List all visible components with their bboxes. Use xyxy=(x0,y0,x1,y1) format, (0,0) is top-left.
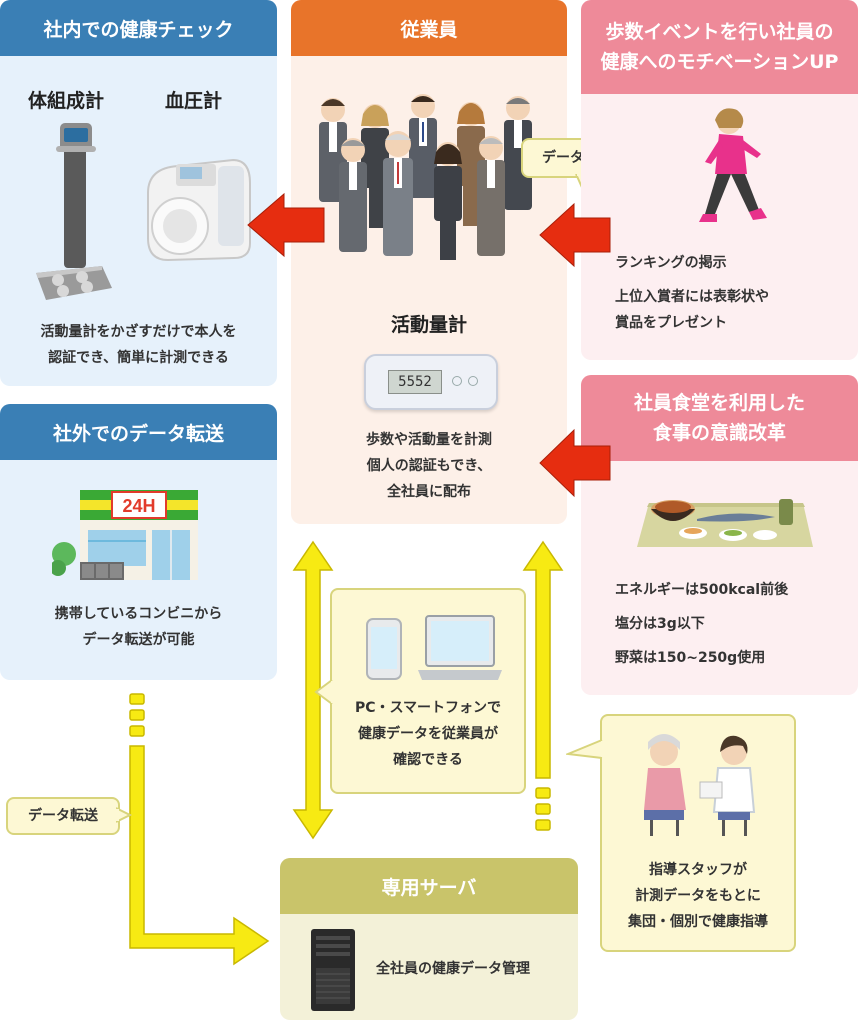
cafeteria-title-2: 食事の意識改革 xyxy=(652,422,786,444)
internal-check-panel: 社内での健康チェック 体組成計 血圧計 活動量計をかざすだけで本人を 認証でき、… xyxy=(0,0,277,386)
walking-event-ranking: ランキングの掲示 xyxy=(615,255,727,271)
cafeteria-energy: エネルギーは500kcal前後 xyxy=(615,582,789,598)
server-desc: 全社員の健康データ管理 xyxy=(376,961,530,977)
pc-bubble-tail xyxy=(314,678,334,708)
activity-tracker-display: 5552 xyxy=(388,370,442,394)
server-tower-icon xyxy=(310,928,356,1012)
cafeteria-panel: 社員食堂を利用した 食事の意識改革 エネルギーは500kcal前後 塩分は3g以… xyxy=(581,375,858,695)
external-transfer-desc-2: データ転送が可能 xyxy=(82,632,195,648)
yellow-transfer-arrow xyxy=(124,690,274,970)
staff-bubble-tail xyxy=(566,738,604,760)
cafeteria-title-1: 社員食堂を利用した xyxy=(633,392,805,414)
yellow-double-arrow-left xyxy=(292,540,334,840)
staff-consultation-icon xyxy=(630,730,770,840)
data-transfer-label-tail xyxy=(116,806,132,824)
walking-event-prize-1: 上位入賞者には表彰状や xyxy=(615,289,769,305)
employee-group-icon xyxy=(313,92,543,272)
activity-tracker-label: 活動量計 xyxy=(390,314,467,336)
data-transfer-label-box: データ転送 xyxy=(6,797,120,835)
employees-desc-1: 歩数や活動量を計測 xyxy=(366,432,492,448)
blood-pressure-monitor-icon xyxy=(138,148,258,268)
cafeteria-salt: 塩分は3g以下 xyxy=(615,616,705,632)
pc-bubble-desc-3: 確認できる xyxy=(393,752,463,768)
walking-event-title-2: 健康へのモチベーションUP xyxy=(600,51,839,73)
external-transfer-panel: 社外でのデータ転送 24H 携帯しているコンビニから データ転送が可能 xyxy=(0,404,277,680)
server-panel: 専用サーバ 全社員の健康データ管理 xyxy=(280,858,578,1020)
staff-bubble-desc-1: 指導スタッフが xyxy=(649,862,747,878)
red-arrow-from-walking-event xyxy=(538,202,612,268)
pc-bubble-desc-1: PC・スマートフォンで xyxy=(354,700,502,716)
smartphone-icon xyxy=(366,618,402,680)
employees-desc-3: 全社員に配布 xyxy=(387,484,471,500)
red-arrow-to-internal-check xyxy=(246,192,326,258)
laptop-icon xyxy=(418,614,502,684)
external-transfer-desc-1: 携帯しているコンビニから xyxy=(54,606,223,622)
body-composition-scale-icon xyxy=(30,118,115,303)
cafeteria-vegetables: 野菜は150~250g使用 xyxy=(615,650,766,666)
convenience-store-icon: 24H xyxy=(52,488,202,583)
staff-bubble-desc-3: 集団・個別で健康指導 xyxy=(628,914,768,930)
internal-check-title: 社内での健康チェック xyxy=(0,0,277,56)
employees-panel: 従業員 xyxy=(291,0,567,524)
pc-bubble-desc-2: 健康データを従業員が xyxy=(358,726,498,742)
internal-check-desc-1: 活動量計をかざすだけで本人を xyxy=(40,324,237,340)
pc-smartphone-bubble: PC・スマートフォンで 健康データを従業員が 確認できる xyxy=(330,588,526,794)
external-transfer-title: 社外でのデータ転送 xyxy=(0,404,277,460)
walking-woman-icon xyxy=(691,104,781,239)
meal-tray-icon xyxy=(635,483,815,555)
data-transfer-label: データ転送 xyxy=(28,808,98,824)
red-arrow-from-cafeteria xyxy=(538,428,612,498)
walking-event-prize-2: 賞品をプレゼント xyxy=(615,315,727,331)
employees-title: 従業員 xyxy=(291,0,567,56)
store-sign-text: 24H xyxy=(122,496,155,516)
staff-guidance-bubble: 指導スタッフが 計測データをもとに 集団・個別で健康指導 xyxy=(600,714,796,952)
walking-event-header: 歩数イベントを行い社員の 健康へのモチベーションUP xyxy=(581,0,858,94)
activity-tracker-icon: 5552 xyxy=(364,354,498,410)
employees-desc-2: 個人の認証もでき、 xyxy=(366,458,492,474)
internal-check-desc-2: 認証でき、簡単に計測できる xyxy=(48,350,229,366)
blood-pressure-label: 血圧計 xyxy=(165,90,223,112)
walking-event-title-1: 歩数イベントを行い社員の xyxy=(605,21,834,43)
cafeteria-header: 社員食堂を利用した 食事の意識改革 xyxy=(581,375,858,461)
body-composition-label: 体組成計 xyxy=(28,90,105,112)
walking-event-panel: 歩数イベントを行い社員の 健康へのモチベーションUP ランキングの掲示 上位入賞… xyxy=(581,0,858,360)
yellow-up-arrow-right xyxy=(522,540,564,840)
server-title: 専用サーバ xyxy=(280,858,578,914)
staff-bubble-desc-2: 計測データをもとに xyxy=(635,888,761,904)
